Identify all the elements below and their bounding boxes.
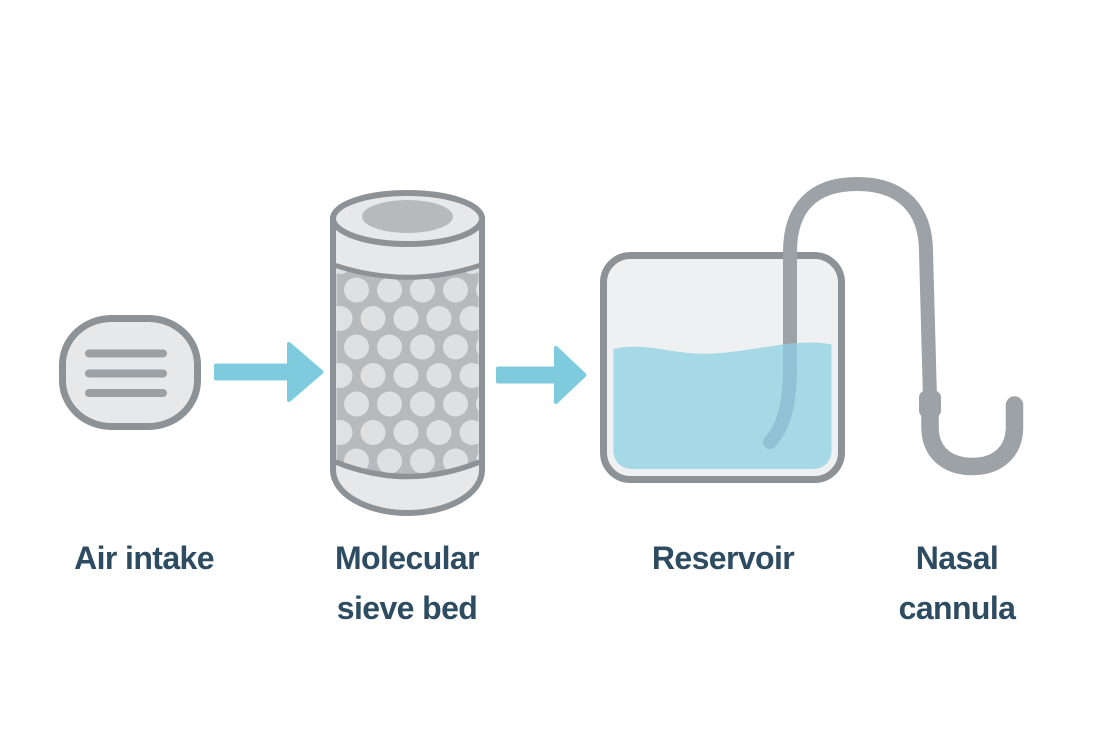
flow-arrow-1-icon	[214, 342, 324, 402]
label-reservoir: Reservoir	[623, 533, 823, 583]
label-molecular-sieve-bed: Molecular sieve bed	[307, 533, 507, 633]
label-line: Nasal	[915, 540, 999, 576]
label-nasal-cannula: Nasal cannula	[857, 533, 1057, 633]
label-air-intake: Air intake	[44, 533, 244, 583]
reservoir-liquid	[613, 342, 832, 469]
label-line: Reservoir	[651, 540, 795, 576]
label-line: sieve bed	[336, 590, 478, 626]
molecular-sieve-bed-icon	[330, 190, 485, 516]
flow-arrow-2-icon	[496, 346, 587, 404]
air-intake-icon	[59, 315, 201, 430]
label-line: Molecular	[335, 540, 480, 576]
label-line: Air intake	[74, 540, 214, 576]
label-line: cannula	[898, 590, 1016, 626]
